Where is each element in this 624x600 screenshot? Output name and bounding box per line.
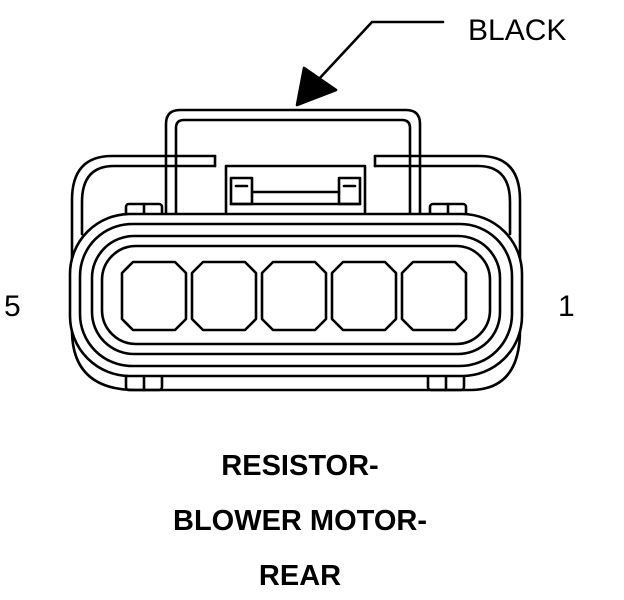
wire-color-label: BLACK [468, 14, 567, 47]
pin-label-right: 1 [558, 290, 575, 323]
pin-cavity [400, 260, 468, 332]
caption-line-2: BLOWER MOTOR- [173, 505, 427, 537]
pin-cavity [120, 260, 188, 332]
leader-arrow [295, 20, 445, 107]
pin-cavity [330, 260, 398, 332]
pin-cavity [260, 260, 328, 332]
pin-cavities [120, 260, 468, 332]
pin-cavity [190, 260, 258, 332]
pin-label-left: 5 [4, 290, 21, 323]
latch-tab [224, 164, 367, 214]
locking-latch [164, 108, 422, 228]
mating-face [68, 212, 524, 378]
caption-line-3: REAR [258, 560, 342, 592]
caption-line-1: RESISTOR- [221, 450, 379, 482]
